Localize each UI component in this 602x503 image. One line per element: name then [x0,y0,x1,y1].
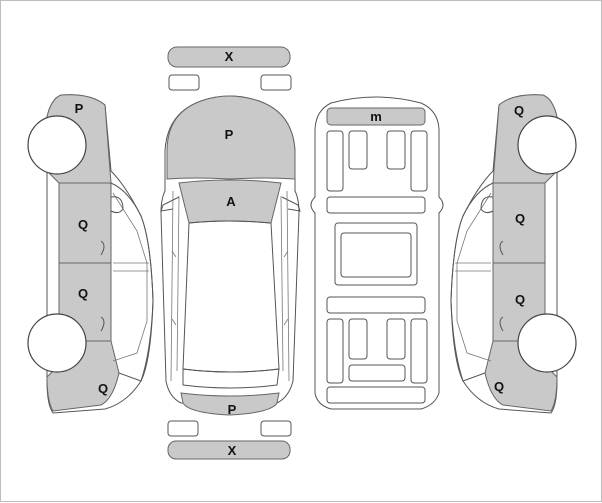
interior-rear-left [326,318,344,384]
left-mirror [160,196,180,212]
left-side-lines [170,190,180,382]
right-front-fender-label: Q [514,103,524,118]
interior-cross-bar-rear [326,296,426,314]
interior-rear-right [410,318,428,384]
right-pillar-b [455,262,491,272]
roof-molding[interactable] [326,107,426,126]
left-front-wheel [27,115,87,175]
interior-cross-bar-front [326,196,426,214]
windshield-label: A [226,194,236,209]
rear-bumper-bar[interactable] [167,440,291,460]
hood-label: P [225,127,234,142]
left-side-view: P Q Q Q [27,94,154,414]
left-pillar-b [113,262,149,272]
right-rear-door-label: Q [515,292,525,307]
right-side-view: Q Q Q Q [450,94,577,414]
left-handles [171,250,177,326]
interior-a-left [326,130,344,192]
interior-rear-shelf [348,364,406,382]
left-front-door-label: Q [78,217,88,232]
hood[interactable] [166,95,296,180]
left-window-line [110,182,154,382]
interior-floor-inner [340,232,412,278]
front-bumper-bar[interactable] [167,46,291,68]
left-rear-door-label: Q [78,286,88,301]
left-mirror [110,196,124,214]
roof-molding-label: m [370,109,382,124]
right-rear-quarter-label: Q [494,379,504,394]
rear-right-lamp [260,420,292,437]
interior-rear-seat-right [386,318,406,360]
right-window-line [450,182,494,382]
front-bumper-bar-label: X [225,49,234,64]
interior-rear-seat-left [348,318,368,360]
right-handles [499,240,504,332]
interior-front-seat-left [348,130,368,170]
right-side-lines [280,190,290,382]
right-handles [283,250,289,326]
interior-rear-bar [326,386,426,404]
rear-glass [182,368,280,389]
right-window-inner [456,192,492,362]
interior-a-right [410,130,428,192]
left-rear-wheel [27,313,87,373]
rear-left-lamp [167,420,199,437]
left-front-fender-label: P [75,101,84,116]
right-mirror [480,196,494,214]
rear-bumper-bar-label: X [228,443,237,458]
front-right-lamp [260,74,292,91]
interior-front-seat-right [386,130,406,170]
left-window-inner [112,192,148,362]
left-rear-quarter-label: Q [98,381,108,396]
right-mirror [281,196,301,212]
right-front-door-label: Q [515,211,525,226]
right-rear-wheel [517,313,577,373]
rear-panel[interactable] [180,392,280,416]
top-view-exterior: X P A P X [160,46,301,460]
rear-panel-label: P [228,402,237,417]
right-front-wheel [517,115,577,175]
front-left-lamp [168,74,200,91]
left-handles [100,240,105,332]
top-view-interior: m [310,96,444,410]
